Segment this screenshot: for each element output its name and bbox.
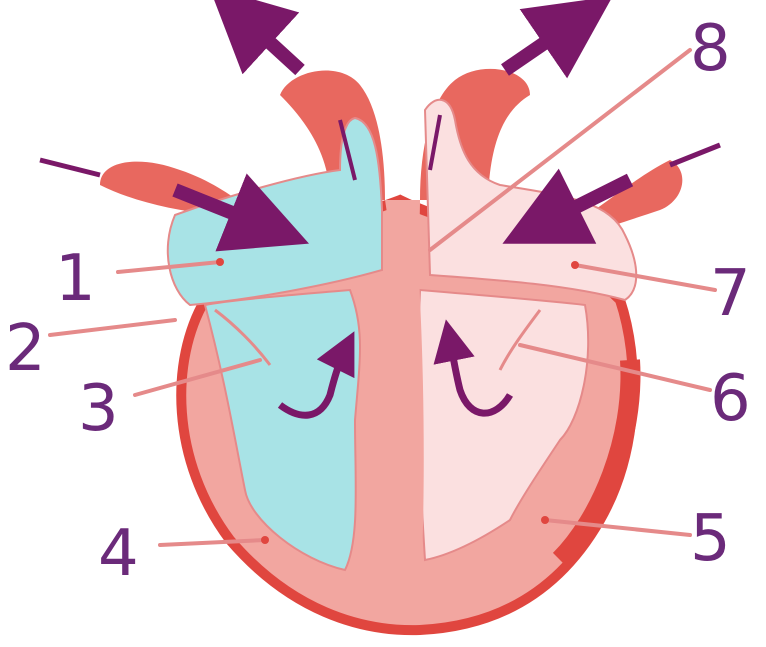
blood-flow-arrow-icon [240,15,300,70]
label-1: 1 [55,242,96,316]
right-atrium [168,118,382,305]
leader-dot-4 [261,536,269,544]
label-6: 6 [710,362,751,436]
blood-flow-arrow-icon [670,145,720,165]
label-2: 2 [5,312,46,386]
blood-flow-arrow-icon [40,160,100,175]
label-3: 3 [78,372,119,446]
label-8: 8 [690,12,731,86]
leader-dot-1 [216,258,224,266]
label-7: 7 [710,257,751,331]
label-5: 5 [690,502,731,576]
leader-dot-7 [571,261,579,269]
leader-dot-5 [541,516,549,524]
leader-line-2 [50,320,175,335]
label-4: 4 [98,517,139,591]
blood-flow-arrow-icon [505,20,578,70]
